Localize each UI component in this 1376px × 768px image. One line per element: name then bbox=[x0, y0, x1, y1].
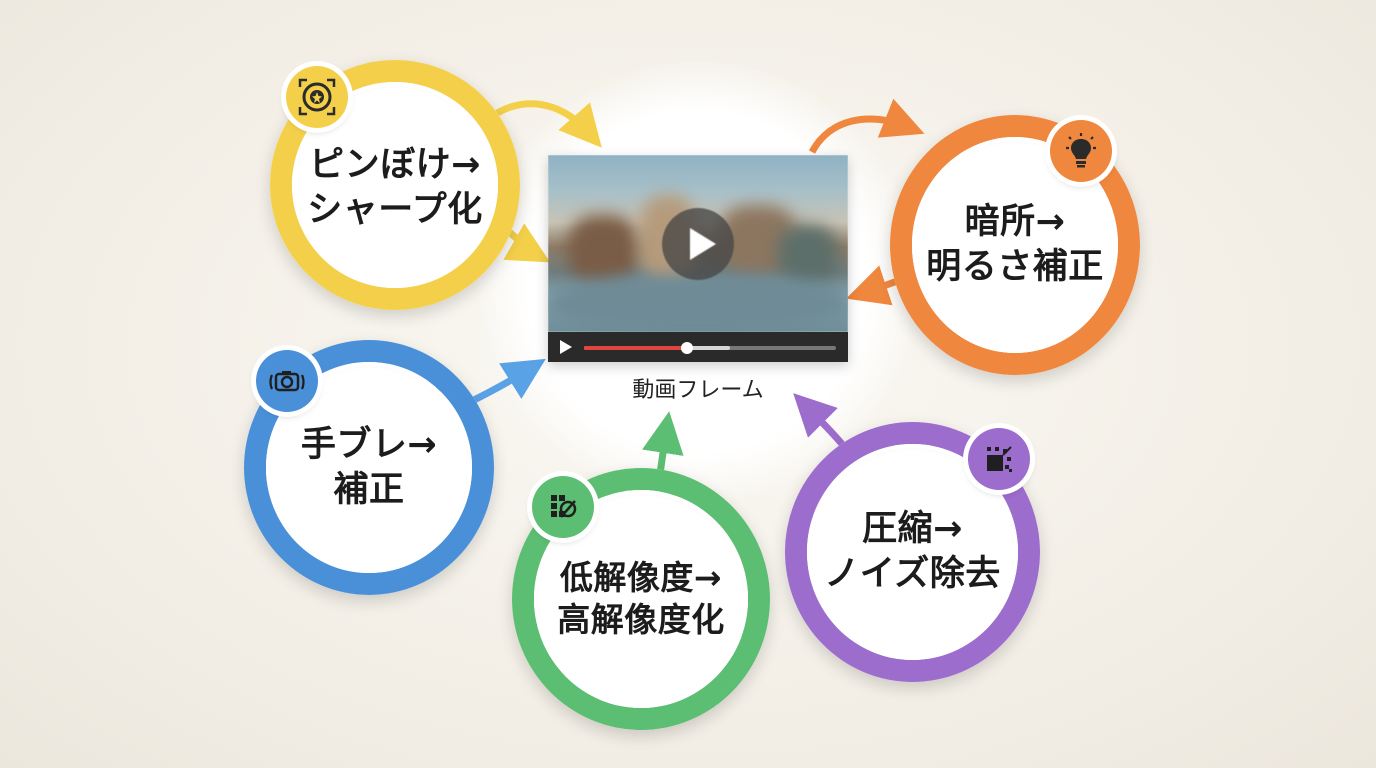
seek-bar[interactable] bbox=[584, 342, 836, 354]
node-superres-line1: 低解像度→ bbox=[559, 557, 723, 597]
node-lowlight-line1: 暗所→ bbox=[964, 202, 1066, 243]
node-superres: 低解像度→ 高解像度化 bbox=[512, 468, 770, 730]
node-stabilize-line1: 手ブレ→ bbox=[300, 424, 438, 465]
node-superres-line2: 高解像度化 bbox=[557, 600, 725, 639]
pixel-grid-icon bbox=[532, 476, 594, 538]
node-lowlight-line2: 明るさ補正 bbox=[926, 247, 1104, 287]
video-control-bar bbox=[548, 332, 848, 362]
arrow-deblur-out bbox=[487, 100, 602, 148]
progress-bar bbox=[584, 346, 688, 350]
arrow-stabilize bbox=[468, 358, 546, 406]
video-frame-caption: 動画フレーム bbox=[632, 378, 764, 403]
node-deblur-line2: シャープ化 bbox=[307, 190, 483, 230]
noise-pixels-icon bbox=[968, 428, 1030, 490]
seek-handle[interactable] bbox=[681, 342, 694, 354]
video-player[interactable] bbox=[548, 155, 848, 362]
node-stabilize-line2: 補正 bbox=[333, 469, 405, 510]
camera-shake-icon bbox=[256, 350, 318, 412]
arrow-lowlight-out bbox=[808, 98, 925, 154]
node-lowlight: 暗所→ 明るさ補正 bbox=[890, 115, 1140, 375]
node-denoise-line1: 圧縮→ bbox=[862, 509, 963, 550]
play-overlay-button[interactable] bbox=[662, 208, 734, 280]
focus-target-icon bbox=[286, 66, 348, 128]
play-icon[interactable] bbox=[560, 340, 572, 354]
video-frame-blurred bbox=[548, 155, 848, 332]
node-denoise-line2: ノイズ除去 bbox=[824, 554, 1001, 594]
arrow-denoise bbox=[793, 393, 845, 447]
lightbulb-icon bbox=[1050, 120, 1112, 182]
node-deblur-line1: ピンぼけ→ bbox=[309, 145, 481, 186]
